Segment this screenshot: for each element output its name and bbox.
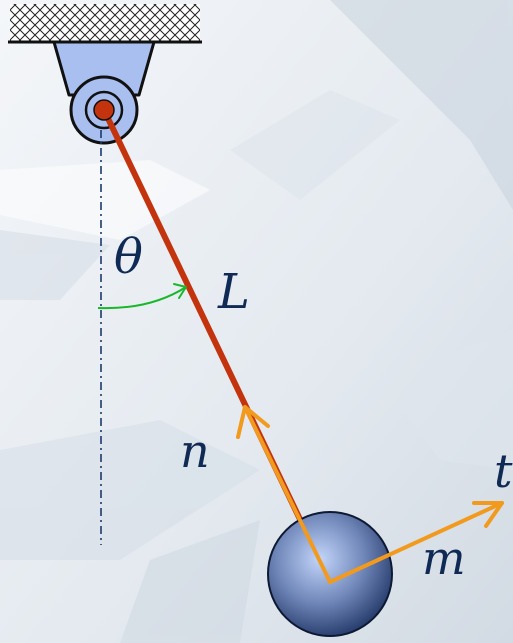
angle-label-theta: θ (114, 229, 143, 285)
pivot-pin (93, 99, 115, 121)
pivot-bracket (52, 40, 156, 97)
angle-arrowhead (173, 283, 187, 299)
normal-vector (243, 405, 332, 584)
tangent-vector (328, 501, 504, 584)
length-label-l: L (217, 264, 250, 320)
tangent-vector-arrowhead (472, 501, 504, 528)
pivot-ring (84, 90, 124, 130)
ceiling-hatch (10, 4, 200, 42)
pendulum-bob (267, 511, 393, 637)
tangent-label-t: t (494, 444, 513, 498)
angle-arc (97, 286, 187, 310)
mass-label-m: m (422, 531, 466, 585)
normal-vector-arrowhead (236, 405, 270, 439)
normal-label-n: n (180, 424, 210, 478)
